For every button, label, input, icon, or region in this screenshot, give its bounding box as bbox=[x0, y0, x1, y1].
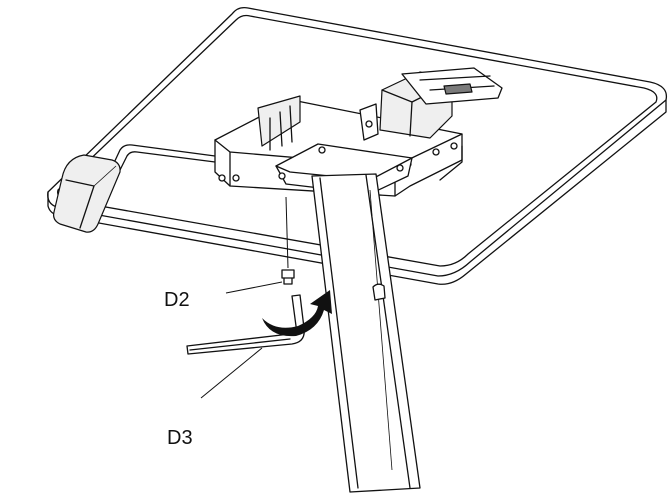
rotation-arrow-icon bbox=[262, 290, 332, 337]
support-column bbox=[311, 173, 421, 493]
screw-d2 bbox=[281, 196, 295, 285]
d2-leader-line bbox=[225, 281, 283, 294]
d3-leader-line bbox=[200, 347, 263, 399]
label-d3: D3 bbox=[167, 427, 193, 449]
column-top-plate bbox=[275, 143, 413, 195]
side-hook bbox=[53, 144, 216, 233]
allen-key-d3 bbox=[186, 294, 305, 355]
label-d2: D2 bbox=[164, 289, 190, 311]
clamp-mechanism bbox=[359, 67, 503, 141]
